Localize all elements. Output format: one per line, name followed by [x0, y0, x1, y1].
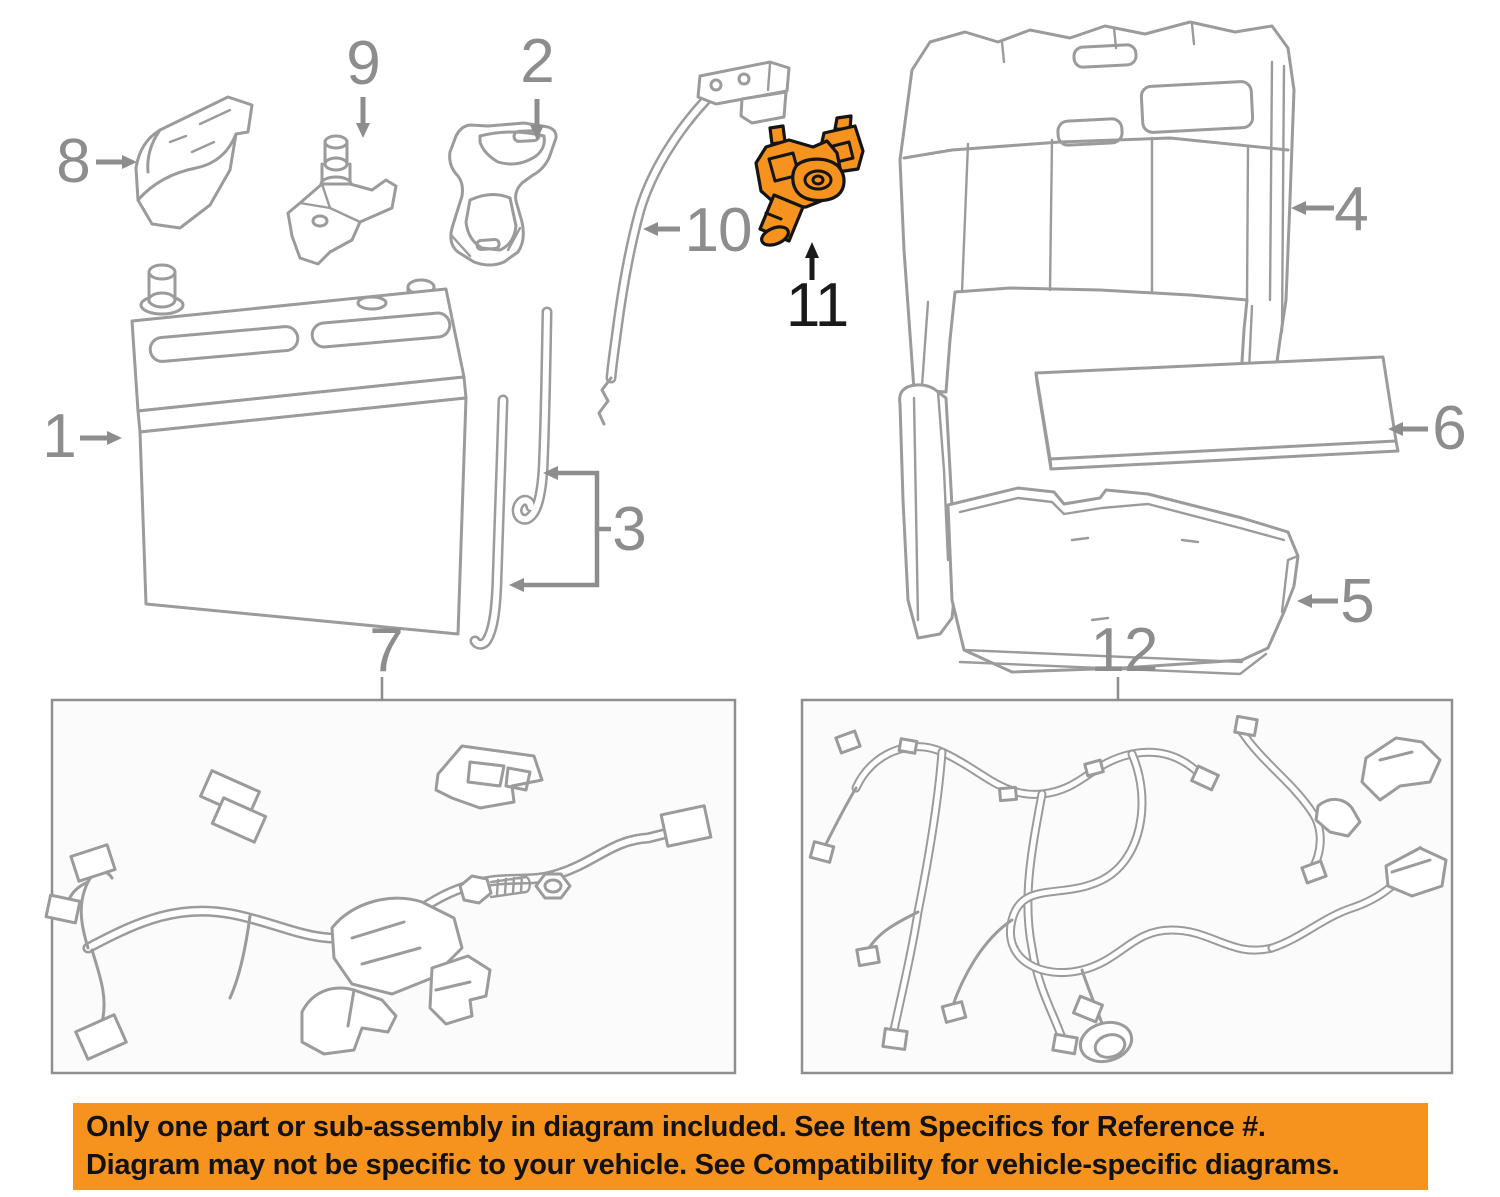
battery-terminal-cover-drawing — [134, 95, 254, 230]
battery-drawing — [130, 263, 468, 636]
part-label-12: 12 — [1090, 616, 1159, 685]
disclaimer-banner: Only one part or sub-assembly in diagram… — [73, 1103, 1428, 1190]
callout-arrows — [80, 97, 1428, 699]
battery-current-sensor-drawing — [754, 114, 865, 247]
part-label-4: 4 — [1334, 175, 1368, 244]
part-label-5: 5 — [1340, 567, 1374, 636]
engine-wire-harness-drawing — [808, 714, 1448, 1064]
part-label-1: 1 — [42, 402, 76, 471]
harness-box-12-frame — [800, 698, 1454, 1075]
battery-ground-cable-drawing — [597, 60, 791, 426]
battery-terminal-drawing — [286, 134, 398, 266]
part-label-2: 2 — [520, 27, 554, 96]
part-label-9: 9 — [346, 29, 380, 98]
part-label-11-highlighted: 11 — [785, 271, 849, 340]
harness-box-7-frame — [50, 698, 737, 1075]
battery-setting-bracket-drawing — [448, 121, 558, 267]
battery-box-cover-drawing — [898, 20, 1296, 400]
battery-tray-drawing — [898, 383, 1300, 676]
battery-hold-down-rods-drawing — [469, 306, 553, 650]
part-label-10: 10 — [684, 196, 753, 265]
part-label-7: 7 — [369, 616, 403, 685]
disclaimer-line-2: Diagram may not be specific to your vehi… — [86, 1149, 1340, 1181]
battery-cable-harness-drawing — [44, 744, 713, 1061]
battery-insulator-pad-drawing — [1034, 355, 1400, 471]
part-label-6: 6 — [1432, 394, 1466, 463]
part-label-8: 8 — [56, 127, 90, 196]
part-label-3: 3 — [612, 495, 646, 564]
disclaimer-line-1: Only one part or sub-assembly in diagram… — [86, 1110, 1266, 1143]
